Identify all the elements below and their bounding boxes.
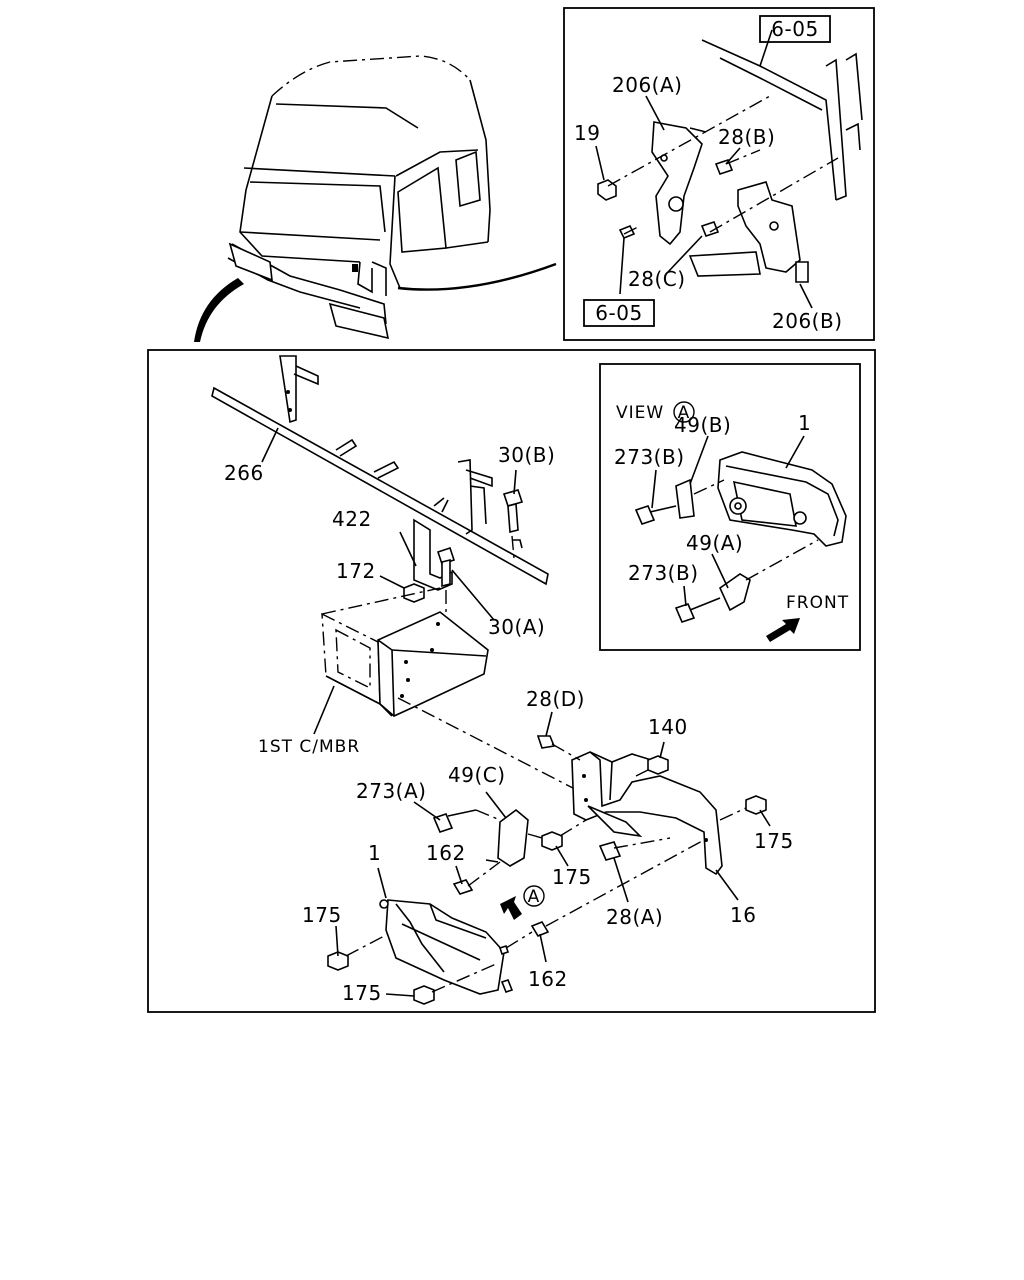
view-label-49a: 49(A) <box>686 531 743 555</box>
label-1: 1 <box>368 841 381 865</box>
label-28c: 28(C) <box>628 267 686 291</box>
label-273a: 273(A) <box>356 779 426 803</box>
main-assembly: A 266 30(B) 422 172 30(A) 1ST C/MBR 28(D… <box>211 355 794 1005</box>
detail-panel-frame <box>563 7 875 341</box>
view-marker-circle <box>673 401 695 423</box>
label-28d: 28(D) <box>526 687 585 711</box>
label-1st-cross-member: 1ST C/MBR <box>258 737 360 757</box>
view-label-1: 1 <box>798 411 811 435</box>
label-162-upper: 162 <box>426 841 466 865</box>
detail-panel: 6-05 <box>574 15 863 333</box>
label-140: 140 <box>648 715 688 739</box>
label-28b: 28(B) <box>718 125 775 149</box>
view-label-273b-lower: 273(B) <box>628 561 699 585</box>
view-marker: A <box>678 403 691 423</box>
label-266: 266 <box>224 461 264 485</box>
view-label-273b-upper: 273(B) <box>614 445 685 469</box>
label-49c: 49(C) <box>448 763 506 787</box>
ref-box-top <box>759 15 831 43</box>
label-206b: 206(B) <box>772 309 843 333</box>
truck-cab-illustration <box>194 55 557 342</box>
label-422: 422 <box>332 507 372 531</box>
label-30a: 30(A) <box>488 615 545 639</box>
label-162-lower: 162 <box>528 967 568 991</box>
label-172: 172 <box>336 559 376 583</box>
label-28a: 28(A) <box>606 905 663 929</box>
label-175-center: 175 <box>552 865 592 889</box>
label-206a: 206(A) <box>612 73 682 97</box>
main-panel-frame <box>147 349 876 1013</box>
label-16: 16 <box>730 903 756 927</box>
ref-box-bottom <box>583 299 655 327</box>
label-30b: 30(B) <box>498 443 555 467</box>
front-arrow-icon <box>766 618 800 642</box>
view-panel: VIEW A 1 49(B) 273(B) 49(A) 273(B) FR <box>614 401 849 642</box>
label-175-right: 175 <box>754 829 794 853</box>
view-label-49b: 49(B) <box>674 413 731 437</box>
ref-label-top: 6-05 <box>771 17 818 41</box>
view-title: VIEW <box>616 403 664 423</box>
label-19: 19 <box>574 121 600 145</box>
label-175-bottom: 175 <box>342 981 382 1005</box>
main-view-marker-circle <box>523 885 545 907</box>
ref-label-bottom: 6-05 <box>595 301 642 325</box>
view-panel-frame <box>599 363 861 651</box>
front-label: FRONT <box>786 593 849 613</box>
main-view-marker: A <box>528 887 541 907</box>
view-direction-arrow-icon <box>500 896 522 920</box>
label-175-left: 175 <box>302 903 342 927</box>
